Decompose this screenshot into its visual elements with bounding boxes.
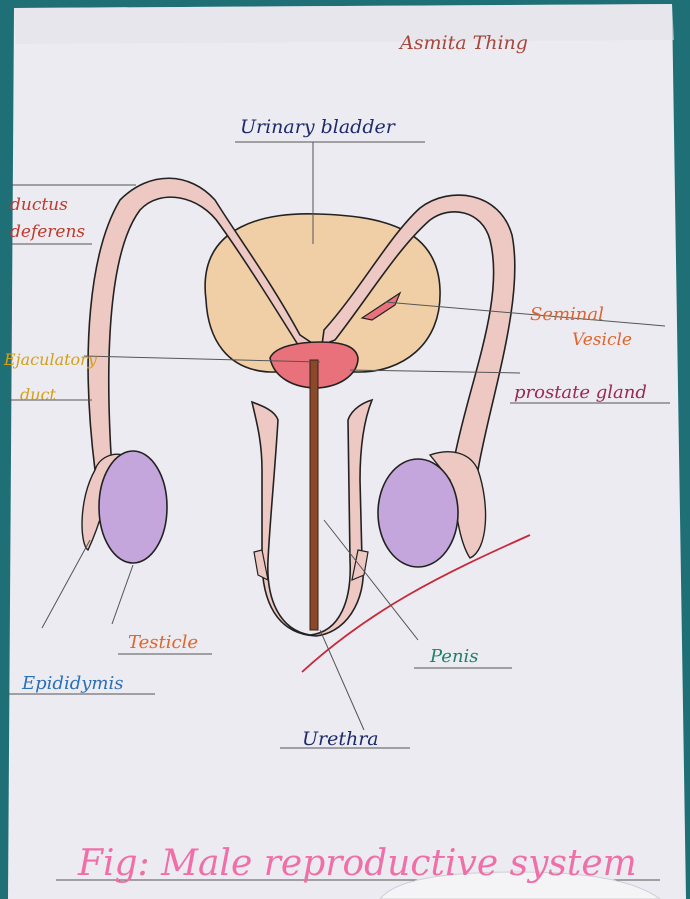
label-ductus-line1: ductus [10, 197, 68, 214]
label-ejaculatory-line2: duct [20, 387, 56, 403]
label-ejaculatory-line1: Ejaculatory [4, 352, 97, 368]
label-epididymis: Epididymis [22, 675, 123, 693]
right-testicle [378, 459, 458, 567]
label-penis: Penis [430, 648, 479, 666]
figure-caption: Fig: Male reproductive system [78, 846, 637, 882]
left-testicle [99, 451, 167, 563]
label-urethra: Urethra [302, 730, 379, 749]
urethra-tube [310, 360, 318, 630]
label-seminal-line2: Vesicle [572, 332, 632, 349]
label-urinary-bladder: Urinary bladder [240, 118, 395, 137]
label-prostate-gland: prostate gland [514, 384, 647, 402]
label-testicle: Testicle [128, 634, 198, 652]
label-ductus-line2: deferens [10, 224, 85, 241]
author-name: Asmita Thing [400, 34, 528, 53]
paper-shadow [14, 4, 674, 44]
label-seminal-line1: Seminal [530, 306, 604, 324]
